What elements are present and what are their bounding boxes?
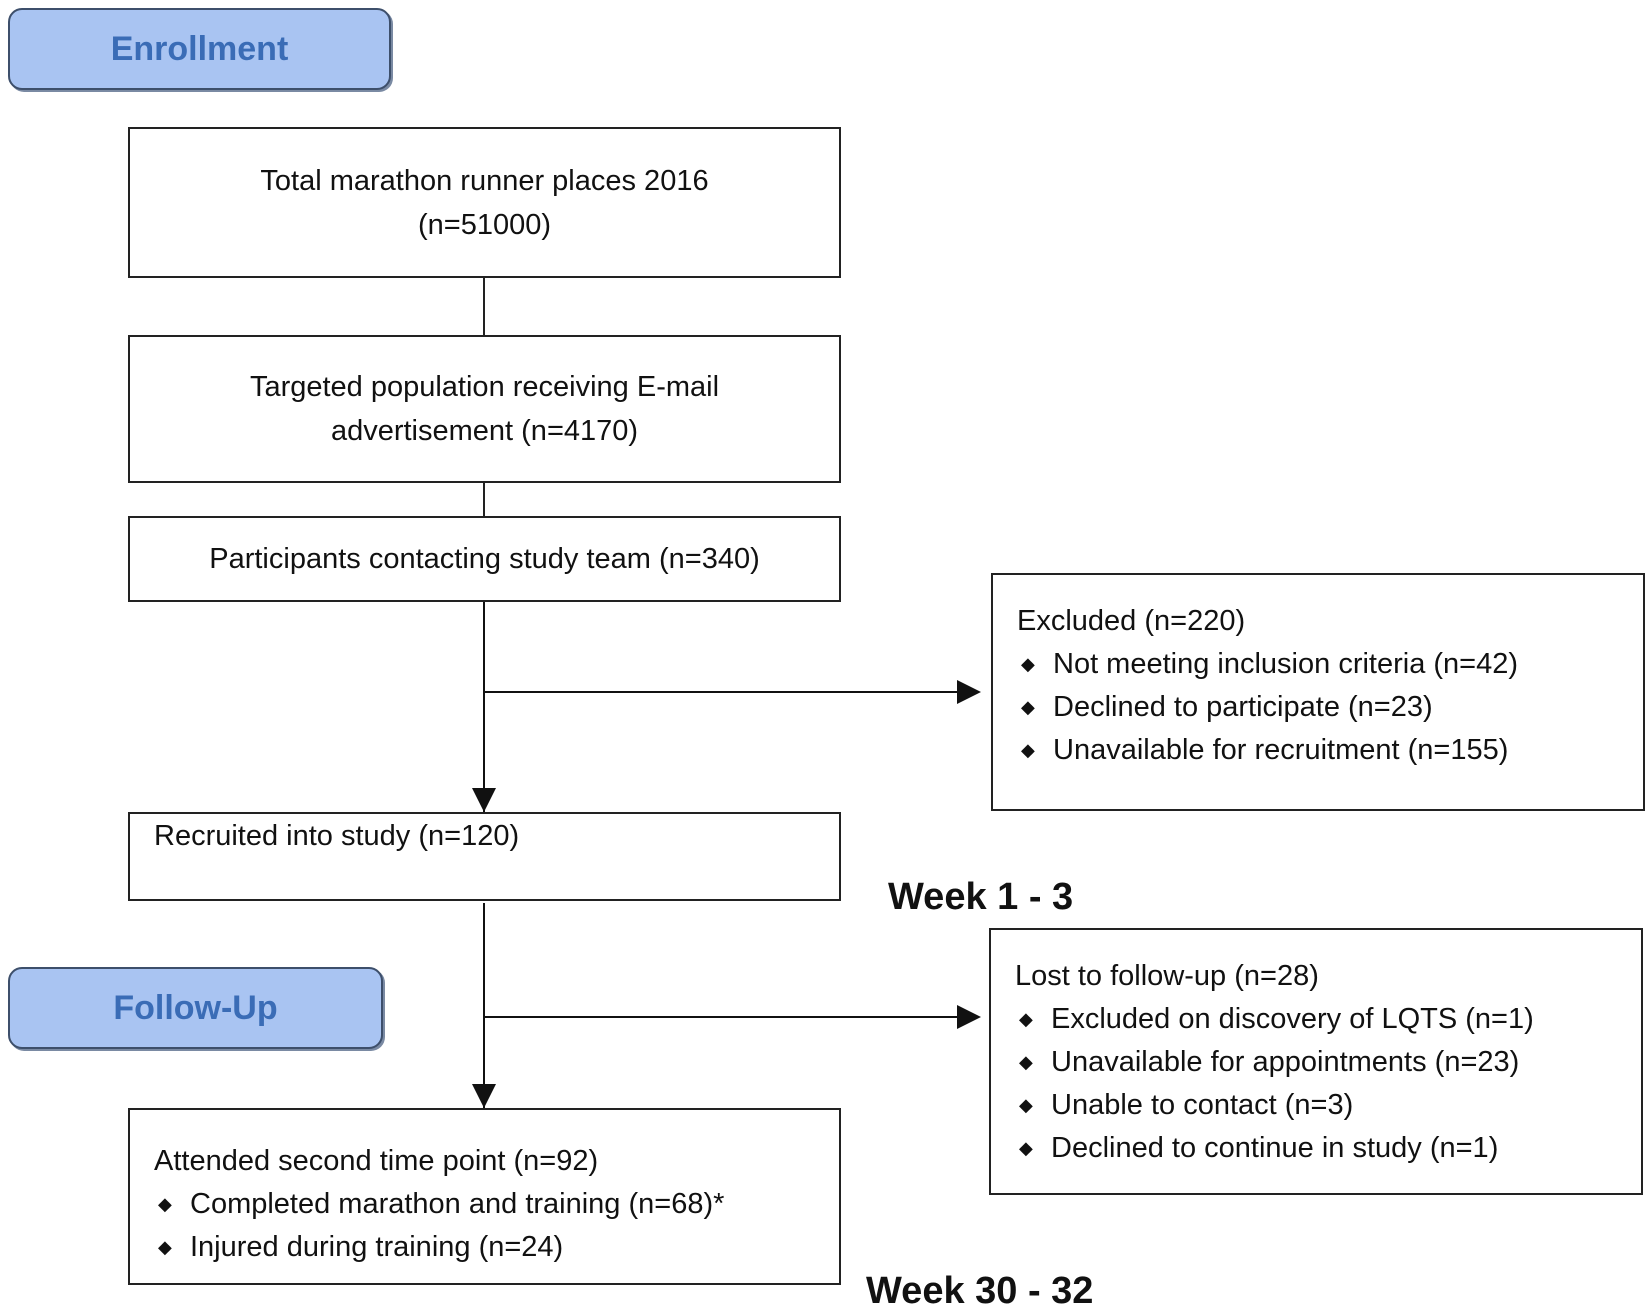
arrowhead-attended	[472, 1084, 496, 1108]
diamond-bullet-icon: ◆	[1019, 1095, 1033, 1115]
attended-item-text: Injured during training (n=24)	[190, 1231, 564, 1263]
lost-item: ◆ Excluded on discovery of LQTS (n=1)	[1015, 998, 1641, 1041]
lost-to-follow-up-box: Lost to follow-up (n=28) ◆ Excluded on di…	[989, 928, 1643, 1195]
diamond-bullet-icon: ◆	[1019, 1009, 1033, 1029]
lost-heading: Lost to follow-up (n=28)	[1015, 960, 1319, 992]
excluded-item: ◆ Unavailable for recruitment (n=155)	[1017, 729, 1643, 772]
excluded-item: ◆ Declined to participate (n=23)	[1017, 686, 1643, 729]
attended-heading: Attended second time point (n=92)	[154, 1145, 599, 1177]
contacting-text: Participants contacting study team (n=34…	[209, 543, 760, 575]
lost-item-text: Declined to continue in study (n=1)	[1051, 1132, 1499, 1164]
diamond-bullet-icon: ◆	[158, 1237, 172, 1257]
diamond-bullet-icon: ◆	[1019, 1052, 1033, 1072]
total-places-line-2: (n=51000)	[417, 208, 552, 241]
attended-item: ◆ Injured during training (n=24)	[154, 1226, 839, 1269]
attended-second-timepoint-box: Attended second time point (n=92) ◆ Compl…	[128, 1108, 841, 1285]
excluded-box: Excluded (n=220) ◆ Not meeting inclusion …	[991, 573, 1645, 811]
enrollment-stage-label: Enrollment	[8, 8, 391, 90]
follow-up-stage-label: Follow-Up	[8, 967, 383, 1049]
diamond-bullet-icon: ◆	[1021, 654, 1035, 674]
lost-item-text: Unavailable for appointments (n=23)	[1051, 1046, 1520, 1078]
excluded-item-text: Not meeting inclusion criteria (n=42)	[1053, 648, 1519, 680]
recruited-text: Recruited into study (n=120)	[154, 820, 520, 852]
week-label-2: Week 30 - 32	[866, 1270, 1094, 1312]
total-places-box: Total marathon runner places 2016 (n=510…	[128, 127, 841, 278]
lost-item: ◆ Unable to contact (n=3)	[1015, 1084, 1641, 1127]
attended-item: ◆ Completed marathon and training (n=68)*	[154, 1183, 839, 1226]
targeted-line-1: Targeted population receiving E-mail	[249, 371, 720, 403]
diamond-bullet-icon: ◆	[1021, 697, 1035, 717]
lost-item: ◆ Declined to continue in study (n=1)	[1015, 1127, 1641, 1170]
excluded-item-text: Declined to participate (n=23)	[1053, 691, 1433, 723]
recruited-box: Recruited into study (n=120)	[128, 812, 841, 901]
total-places-line-1: Total marathon runner places 2016	[260, 164, 709, 197]
diamond-bullet-icon: ◆	[1019, 1138, 1033, 1158]
week-label-1: Week 1 - 3	[888, 876, 1074, 918]
excluded-heading: Excluded (n=220)	[1017, 605, 1246, 637]
targeted-population-box: Targeted population receiving E-mail adv…	[128, 335, 841, 483]
lost-item: ◆ Unavailable for appointments (n=23)	[1015, 1041, 1641, 1084]
participants-contacting-box: Participants contacting study team (n=34…	[128, 516, 841, 602]
arrowhead-excluded	[957, 680, 981, 704]
diamond-bullet-icon: ◆	[158, 1194, 172, 1214]
attended-item-text: Completed marathon and training (n=68)*	[190, 1188, 725, 1220]
diamond-bullet-icon: ◆	[1021, 740, 1035, 760]
lost-item-text: Unable to contact (n=3)	[1051, 1089, 1354, 1121]
excluded-item: ◆ Not meeting inclusion criteria (n=42)	[1017, 643, 1643, 686]
excluded-item-text: Unavailable for recruitment (n=155)	[1053, 734, 1509, 766]
lost-item-text: Excluded on discovery of LQTS (n=1)	[1051, 1003, 1534, 1035]
targeted-line-2: advertisement (n=4170)	[330, 415, 639, 447]
arrowhead-recruited	[472, 788, 496, 812]
arrowhead-lost	[957, 1005, 981, 1029]
